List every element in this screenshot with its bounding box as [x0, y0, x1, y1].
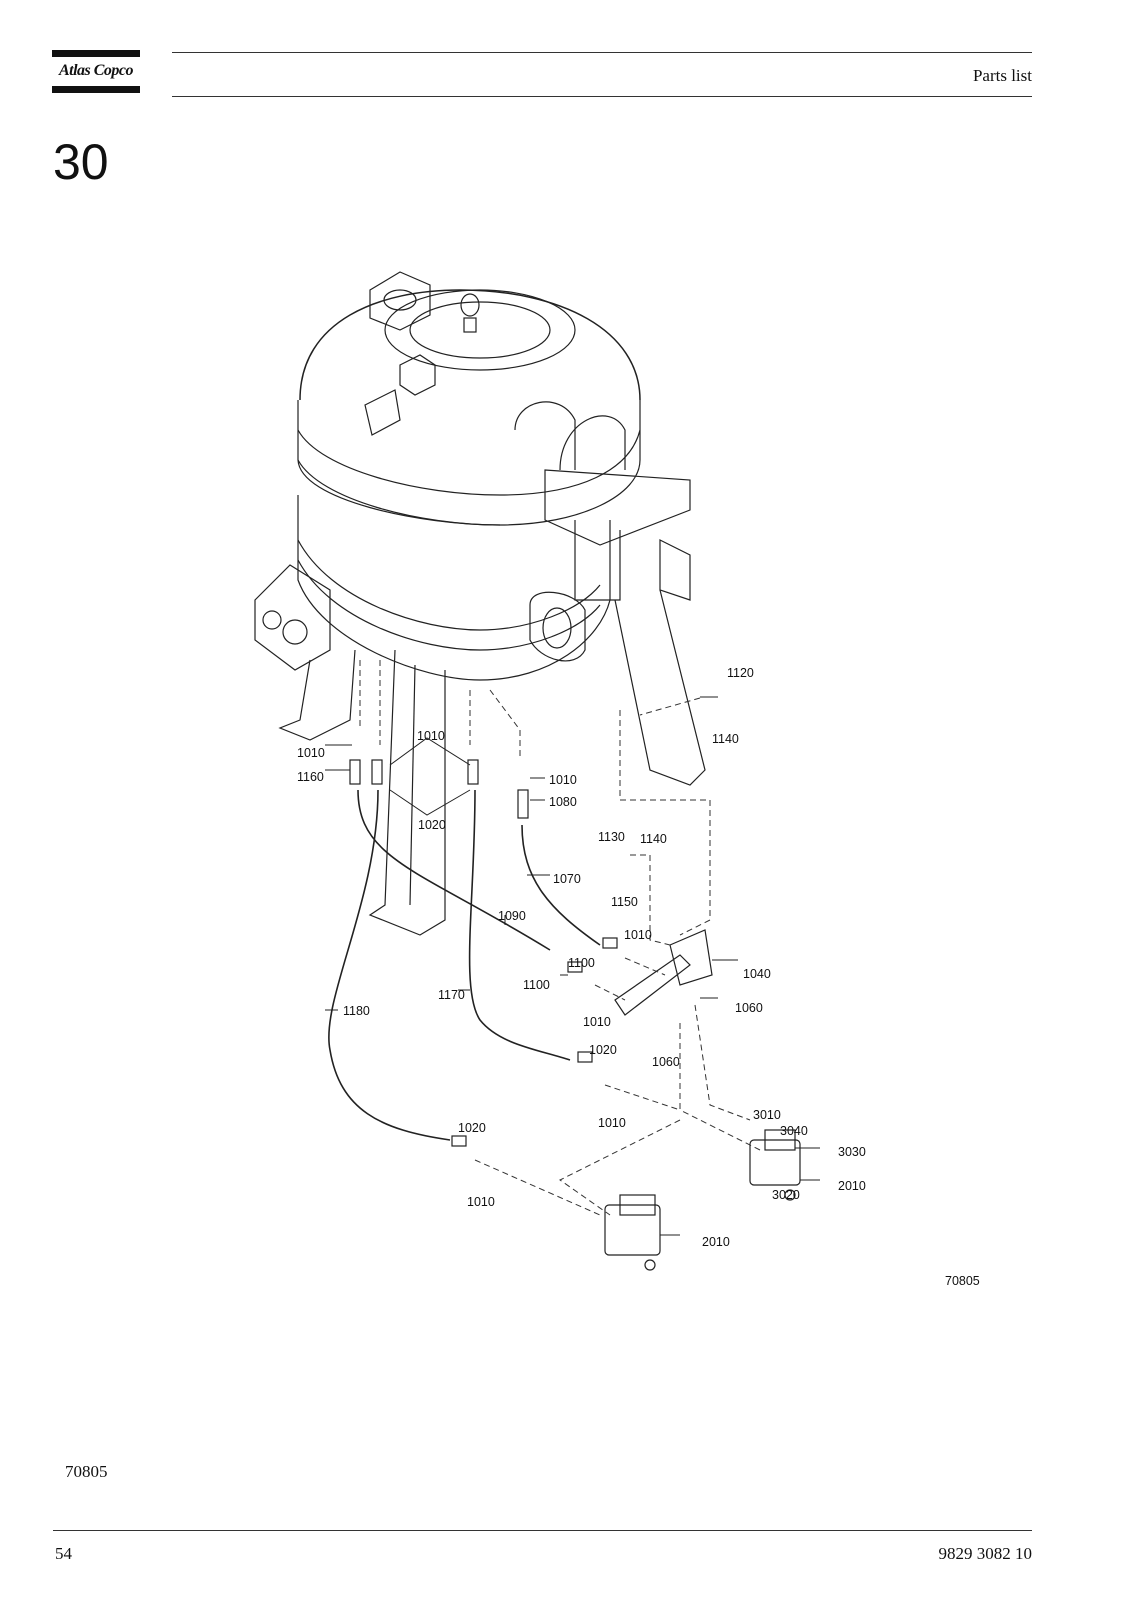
drawing-linework: [254, 271, 801, 1271]
callout-1100: 1100: [523, 978, 550, 992]
drawing-figure-id: 70805: [945, 1274, 980, 1288]
drawing-dashed-lines: [359, 660, 761, 1216]
callout-3030: 3030: [838, 1145, 866, 1159]
callout-1020: 1020: [589, 1043, 617, 1057]
logo-bar-bottom: [52, 86, 140, 93]
callout-2010: 2010: [702, 1235, 730, 1249]
callout-1040: 1040: [743, 967, 771, 981]
exploded-parts-drawing: 1120 1140 1010 1010 1160 1010 1080 1020 …: [254, 271, 980, 1288]
callout-1060: 1060: [735, 1001, 763, 1015]
callout-1100: 1100: [568, 956, 595, 970]
drawing-leader-lines: [325, 696, 820, 1236]
callout-3020: 3020: [772, 1188, 800, 1202]
callout-1120: 1120: [727, 666, 754, 680]
callout-1010: 1010: [598, 1116, 626, 1130]
callout-1180: 1180: [343, 1004, 370, 1018]
callout-1140: 1140: [712, 732, 739, 746]
callout-1160: 1160: [297, 770, 324, 784]
section-title: Parts list: [972, 66, 1032, 85]
callout-1060: 1060: [652, 1055, 680, 1069]
callout-1010: 1010: [417, 729, 445, 743]
footer-rule: [53, 1530, 1032, 1531]
chapter-number: 30: [53, 134, 109, 190]
page-number: 54: [55, 1544, 72, 1563]
callout-2010: 2010: [838, 1179, 866, 1193]
logo-bar-top: [52, 50, 140, 57]
callout-1170: 1170: [438, 988, 465, 1002]
callout-1020: 1020: [418, 818, 446, 832]
figure-reference: 70805: [65, 1462, 108, 1481]
callout-3040: 3040: [780, 1124, 808, 1138]
callout-1140: 1140: [640, 832, 667, 846]
callout-1080: 1080: [549, 795, 577, 809]
callout-1010: 1010: [624, 928, 652, 942]
atlas-copco-logo: Atlas Copco: [52, 50, 140, 94]
callout-1150: 1150: [611, 895, 638, 909]
callout-1020: 1020: [458, 1121, 486, 1135]
callout-1130: 1130: [598, 830, 625, 844]
callout-1010: 1010: [549, 773, 577, 787]
header-rule-bottom: [172, 96, 1032, 97]
callout-1070: 1070: [553, 872, 581, 886]
callout-1010: 1010: [297, 746, 325, 760]
callout-labels: 1120 1140 1010 1010 1160 1010 1080 1020 …: [297, 666, 980, 1288]
callout-1010: 1010: [467, 1195, 495, 1209]
callout-3010: 3010: [753, 1108, 781, 1122]
header-rule-top: [172, 52, 1032, 53]
document-number: 9829 3082 10: [938, 1544, 1033, 1563]
callout-1010: 1010: [583, 1015, 611, 1029]
logo-wordmark: Atlas Copco: [58, 62, 134, 79]
callout-1090: 1090: [498, 909, 526, 923]
